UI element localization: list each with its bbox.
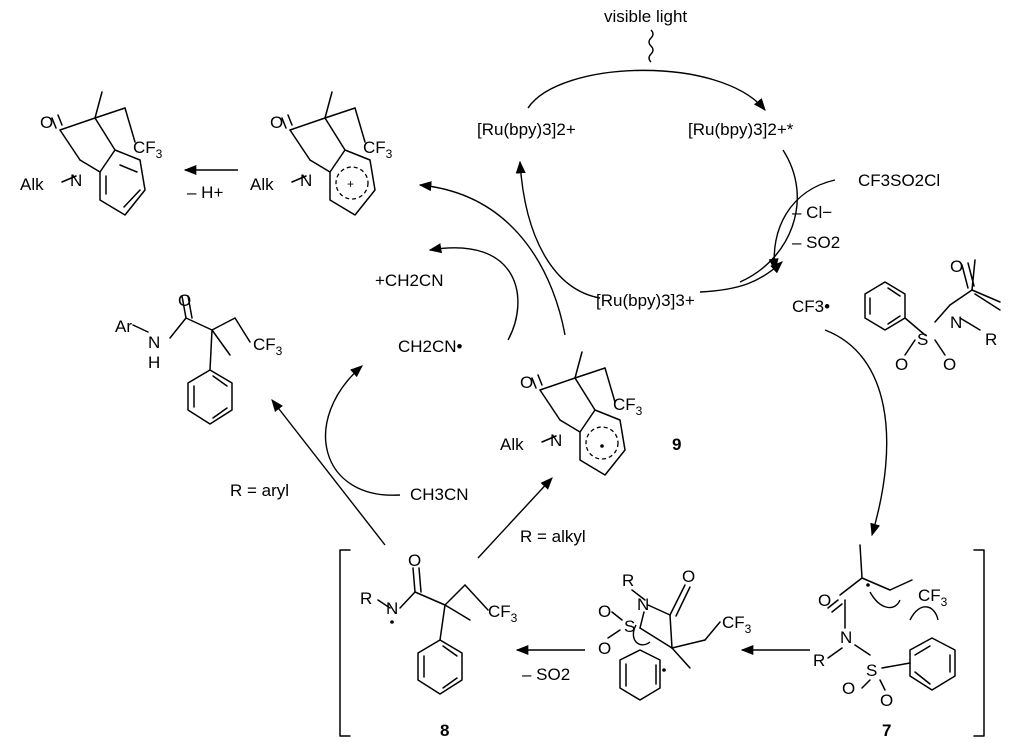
atom-O: O [598, 639, 611, 658]
radical-addition-arrow [824, 329, 888, 537]
atom-CF3: CF3 [918, 586, 948, 609]
atom-CF3: CF3 [133, 138, 163, 161]
atom-S: S [917, 330, 928, 349]
atom-O: O [818, 591, 831, 610]
atom-O: O [842, 679, 855, 698]
spiro-intermediate: R N O S O O CF3 [598, 567, 752, 701]
atom-S: S [866, 661, 877, 680]
ru-reduction-arrow [699, 261, 783, 293]
atom-N: N [70, 171, 82, 190]
radical-dot [662, 668, 666, 672]
cation-intermediate: + O N Alk CF3 [250, 91, 393, 216]
atom-O: O [943, 355, 956, 374]
atom-Ar: Ar [115, 317, 132, 336]
ch2cn-oxidation-arrow [428, 243, 519, 341]
atom-N: N [950, 313, 962, 332]
atom-R: R [622, 571, 634, 590]
excitation-arrow [527, 69, 766, 111]
radical-7: O N R S O O CF3 7 [813, 544, 956, 740]
alkyl-branch-arrow [477, 477, 553, 559]
ru3-to-ru2-arc [515, 160, 601, 299]
atom-O: O [270, 113, 283, 132]
atom-N: N [300, 171, 312, 190]
compound-label-8: 8 [440, 721, 449, 740]
cf3-radical: CF3• [792, 297, 830, 316]
radical-9: O N Alk CF3 9 [500, 351, 681, 476]
ru-ground-state: [Ru(bpy)3]2+ [477, 120, 576, 139]
aryl-product: O N H Ar CF3 [115, 291, 283, 425]
triflyl-chloride: CF3SO2Cl [858, 171, 940, 190]
atom-CF3: CF3 [613, 395, 643, 418]
ch2cn-cation: +CH2CN [375, 271, 444, 290]
atom-Alk: Alk [500, 435, 524, 454]
atom-O: O [178, 291, 191, 310]
compound-label-7: 7 [882, 721, 891, 740]
loss-chloride: – Cl− [792, 203, 832, 222]
ru-excited-state: [Ru(bpy)3]2+* [688, 120, 794, 139]
loss-proton: – H+ [187, 183, 223, 202]
atom-N: N [550, 431, 562, 450]
atom-CF3: CF3 [488, 602, 518, 625]
light-wavy-arrow [648, 29, 654, 63]
atom-Alk: Alk [250, 175, 274, 194]
radical-dot [866, 583, 870, 587]
atom-N: N [637, 595, 649, 614]
ch2cn-radical: CH2CN• [398, 337, 463, 356]
fishhook-arrow [632, 624, 651, 646]
cation-charge: + [347, 177, 354, 191]
loss-so2-bottom: – SO2 [522, 665, 570, 684]
ru-oxidized-state: [Ru(bpy)3]3+ [596, 291, 695, 310]
aryl-branch-label: R = aryl [230, 481, 289, 500]
radical-dot [390, 620, 394, 624]
loss-so2-top: – SO2 [792, 233, 840, 252]
photocatalytic-cycle: visible light [Ru(bpy)3]2+ [Ru(bpy)3]2+*… [477, 7, 836, 310]
atom-O: O [682, 567, 695, 586]
atom-N: N [386, 599, 398, 618]
bracket-right [973, 549, 985, 737]
visible-light-label: visible light [604, 7, 687, 26]
atom-R: R [985, 330, 997, 349]
product-oxindole: O N Alk CF3 [20, 91, 163, 216]
atom-O: O [598, 602, 611, 621]
atom-CF3: CF3 [722, 613, 752, 636]
substrate-acrylamide: S N O O O R [864, 257, 1001, 374]
fishhook-arrow [909, 606, 939, 621]
atom-N: N [840, 628, 852, 647]
atom-O: O [408, 551, 421, 570]
radical-8: R N O CF3 8 [360, 551, 518, 740]
compound-label-9: 9 [672, 435, 681, 454]
atom-O: O [880, 691, 893, 710]
atom-S: S [624, 617, 635, 636]
atom-H: H [148, 353, 160, 372]
atom-R: R [360, 589, 372, 608]
ru-quench-arrow [768, 179, 836, 272]
atom-CF3: CF3 [253, 335, 283, 358]
aryl-branch-arrow [271, 399, 386, 546]
oxidation-arrow [418, 181, 566, 336]
atom-CF3: CF3 [363, 138, 393, 161]
acetonitrile: CH3CN [410, 485, 469, 504]
atom-O: O [40, 113, 53, 132]
fishhook-arrow [869, 591, 901, 609]
radical-dot [600, 444, 604, 448]
alkyl-branch-label: R = alkyl [520, 527, 586, 546]
atom-N: N [148, 333, 160, 352]
atom-R: R [813, 651, 825, 670]
atom-Alk: Alk [20, 175, 44, 194]
atom-O: O [895, 355, 908, 374]
bracket-left [339, 549, 351, 737]
ru-ground-to-excited-arc [739, 149, 798, 283]
atom-O: O [520, 373, 533, 392]
atom-O: O [950, 257, 963, 276]
hat-arrow [324, 365, 401, 496]
